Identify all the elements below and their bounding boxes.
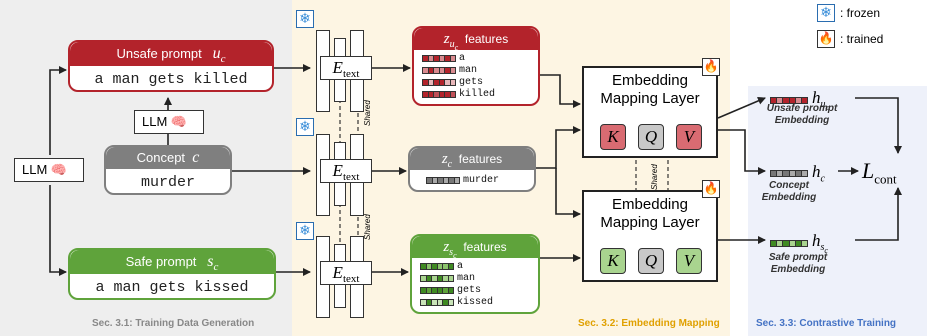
mapping-layer-title: Embedding Mapping Layer (600, 72, 700, 107)
encoder-label: Etext (320, 261, 372, 285)
safe-features-box: zsc features a man gets kissed (410, 234, 540, 314)
unsafe-features-box: zuc features a man gets killed (412, 26, 540, 106)
unsafe-prompt-box: Unsafe prompt uc a man gets killed (68, 40, 274, 92)
concept-embedding-output: hc (770, 162, 825, 184)
concept-token-row: murder (426, 175, 499, 186)
shared-label: Shared (363, 100, 372, 126)
safe-token-row: kissed (420, 297, 493, 308)
safe-prompt-header: Safe prompt sc (70, 250, 274, 274)
concept-box: Concept c murder (104, 145, 232, 195)
safe-token-row: gets (420, 285, 481, 296)
key-matrix: K (600, 124, 626, 150)
query-matrix: Q (638, 248, 664, 274)
unsafe-embedding-output: huc (770, 88, 829, 112)
section-label-embedding-mapping: Sec. 3.2: Embedding Mapping (578, 318, 720, 329)
concept-features-header: zc features (410, 148, 534, 170)
section-label-contrastive: Sec. 3.3: Contrastive Training (756, 318, 897, 329)
unsafe-token-row: a (422, 53, 465, 64)
concept-embedding-label: Concept Embedding (761, 180, 817, 203)
shared-label: Shared (363, 214, 372, 240)
query-matrix: Q (638, 124, 664, 150)
llm-box-top: LLM 🧠 (134, 110, 204, 134)
safe-token-row: man (420, 273, 475, 284)
llm-box-left: LLM 🧠 (14, 158, 84, 182)
contrastive-loss: Lcont (862, 158, 897, 187)
embedding-mapping-layer-bottom: Embedding Mapping Layer K Q V (582, 190, 718, 282)
unsafe-token-row: man (422, 65, 477, 76)
safe-token-row: a (420, 261, 463, 272)
encoder-label: Etext (320, 56, 372, 80)
frozen-icon: ❄ (296, 118, 314, 136)
safe-prompt-text: a man gets kissed (95, 279, 249, 296)
value-matrix: V (676, 248, 702, 274)
unsafe-embedding-label: Unsafe prompt Embedding (766, 103, 838, 126)
concept-features-box: zc features murder (408, 146, 536, 192)
mapping-layer-title: Embedding Mapping Layer (600, 196, 700, 231)
section-label-training-data: Sec. 3.1: Training Data Generation (92, 318, 255, 329)
trained-icon: 🔥 (702, 180, 720, 198)
shared-label: Shared (650, 164, 659, 190)
safe-embedding-output: hsc (770, 231, 828, 255)
safe-prompt-box: Safe prompt sc a man gets kissed (68, 248, 276, 300)
unsafe-prompt-text: a man gets killed (94, 71, 248, 88)
value-matrix: V (676, 124, 702, 150)
concept-text: murder (140, 174, 195, 191)
key-matrix: K (600, 248, 626, 274)
safe-features-header: zsc features (412, 236, 538, 260)
brain-icon: 🧠 (170, 114, 188, 129)
unsafe-token-row: gets (422, 77, 483, 88)
unsafe-prompt-header: Unsafe prompt uc (70, 42, 272, 66)
encoder-label: Etext (320, 159, 372, 183)
embedding-mapping-layer-top: Embedding Mapping Layer K Q V (582, 66, 718, 158)
trained-icon: 🔥 (702, 58, 720, 76)
safe-embedding-label: Safe prompt Embedding (768, 252, 828, 275)
unsafe-token-row: killed (422, 89, 495, 100)
trained-legend-label: : trained (840, 32, 884, 46)
frozen-legend-label: : frozen (840, 6, 881, 20)
section-contrastive-bg (748, 86, 927, 336)
frozen-legend-icon: ❄ (817, 4, 835, 22)
concept-header: Concept c (106, 147, 230, 169)
frozen-icon: ❄ (296, 10, 314, 28)
unsafe-features-header: zuc features (414, 28, 538, 52)
brain-icon: 🧠 (50, 162, 68, 177)
trained-legend-icon: 🔥 (817, 30, 835, 48)
frozen-icon: ❄ (296, 222, 314, 240)
